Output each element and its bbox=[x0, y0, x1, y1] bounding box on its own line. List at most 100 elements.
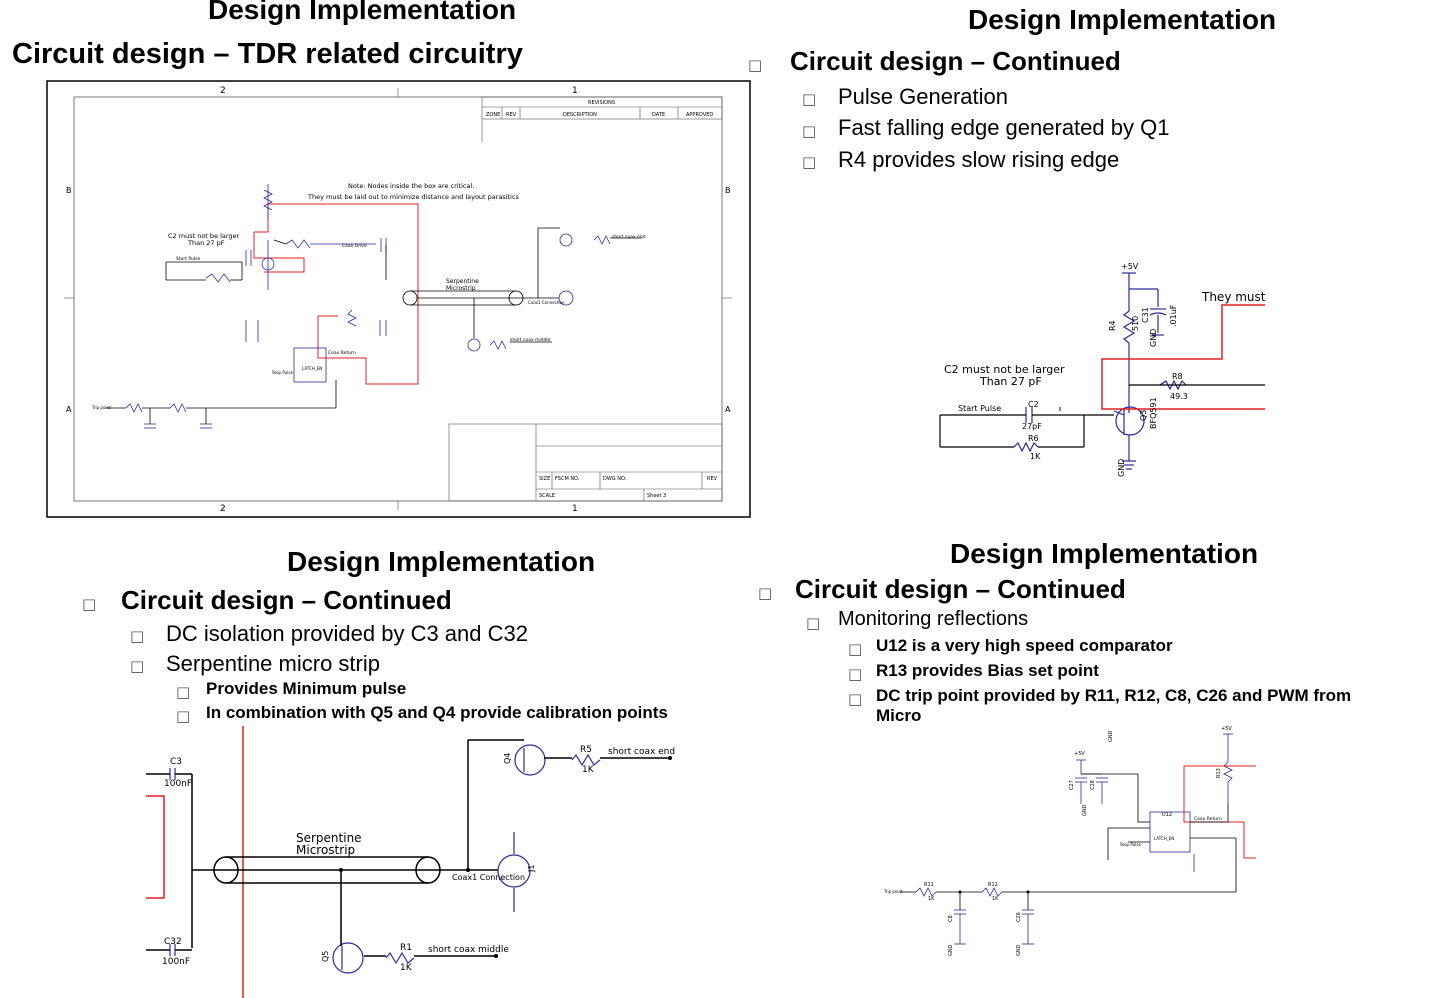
q4-gnd-3: GND bbox=[1082, 804, 1088, 816]
q4-coax-return: Coax Return bbox=[1194, 816, 1222, 822]
q1-rev: REV bbox=[506, 112, 517, 118]
q4-subitem-bullet-3: □ bbox=[848, 690, 863, 708]
q2-c31v: .01uF bbox=[1169, 304, 1178, 327]
q2-item-bullet-1: □ bbox=[802, 90, 817, 108]
q2-item-1: Pulse Generation bbox=[838, 84, 1008, 109]
q3-r1: R1 bbox=[400, 943, 412, 953]
q3-r5v: 1K bbox=[582, 765, 595, 775]
q3-item-bullet-1: □ bbox=[130, 627, 145, 645]
q1-row-b-left: B bbox=[66, 186, 72, 195]
q1-serp1: Serpentine bbox=[446, 278, 479, 285]
q1-short-end: short coax end bbox=[612, 234, 646, 240]
q3-subitem-bullet-2: □ bbox=[176, 707, 191, 725]
q3-short-middle: short coax middle bbox=[428, 945, 509, 955]
q3-q4: Q4 bbox=[503, 753, 512, 764]
q4-latch: LATCH_EN bbox=[1154, 836, 1174, 841]
q1-coax-drive: Coax Drive bbox=[342, 243, 367, 249]
q3-item-2: Serpentine micro strip bbox=[166, 651, 380, 676]
q3-j1: J1 bbox=[527, 865, 536, 873]
q2-q3v: BFQ591 bbox=[1149, 397, 1158, 429]
q1-latch: LATCH_EN bbox=[302, 366, 322, 371]
q4-r12: R12 bbox=[988, 882, 998, 888]
q2-c2note2: Than 27 pF bbox=[979, 375, 1042, 388]
q1-start-pulse: Start Pulse bbox=[176, 256, 201, 262]
q1-subtitle: Circuit design – TDR related circuitry bbox=[12, 38, 523, 70]
q1-row-a-left: A bbox=[66, 405, 72, 414]
q3-coax-conn: Coax1 Connection bbox=[452, 873, 525, 882]
q1-c2note2: Than 27 pF bbox=[187, 239, 225, 247]
q1-col-1-top: 1 bbox=[572, 86, 578, 96]
q2-they-must: They must bbox=[1201, 290, 1266, 304]
q4-schematic: +5V +5V U12 LATCH_EN Coax Return Stop Pu… bbox=[883, 726, 1256, 956]
q4-r11v: 1K bbox=[928, 896, 935, 902]
q3-serp2: Microstrip bbox=[296, 843, 355, 857]
q2-item-2: Fast falling edge generated by Q1 bbox=[838, 115, 1170, 140]
q1-date: DATE bbox=[652, 112, 665, 118]
q4-vcc-1: +5V bbox=[1074, 751, 1085, 757]
q2-r8v: 49.3 bbox=[1170, 392, 1188, 401]
q4-title: Design Implementation bbox=[950, 538, 1259, 569]
q4-gnd-2: GND bbox=[1016, 944, 1022, 956]
q3-subitem-bullet-1: □ bbox=[176, 683, 191, 701]
q2-item-bullet-3: □ bbox=[802, 153, 817, 171]
q1-col-2-top: 2 bbox=[220, 86, 226, 96]
q4-trip-point: Trip point bbox=[883, 889, 903, 894]
q2-c2: C2 bbox=[1028, 400, 1039, 409]
q1-dwg: DWG NO. bbox=[603, 476, 627, 482]
q3-q5: Q5 bbox=[321, 951, 330, 962]
q4-item: Monitoring reflections bbox=[838, 608, 1029, 630]
q1-note2: They must be laid out to minimize distan… bbox=[307, 193, 520, 201]
q2-heading-bullet: □ bbox=[748, 56, 763, 74]
q3-heading-bullet: □ bbox=[82, 595, 97, 613]
q4-stop-pulse: Stop Pulse bbox=[1120, 842, 1141, 847]
q1-description: DESCRIPTION bbox=[563, 112, 597, 118]
q4-vcc-2: +5V bbox=[1221, 726, 1232, 732]
q2-c31: C31 bbox=[1141, 307, 1150, 323]
q3-heading: Circuit design – Continued bbox=[121, 585, 452, 615]
q1-col-2-bottom: 2 bbox=[220, 504, 226, 514]
q1-serp2: Microstrip bbox=[446, 285, 476, 292]
q1-stop-pulse: Stop Pulse bbox=[272, 370, 293, 375]
q4-r11: R11 bbox=[924, 882, 934, 888]
q4-c28: C28 bbox=[1090, 780, 1096, 790]
q3-title: Design Implementation bbox=[287, 546, 596, 577]
q4-item-bullet: □ bbox=[806, 614, 821, 632]
q4-r12v: 1K bbox=[992, 896, 999, 902]
q1-c2note1: C2 must not be larger bbox=[168, 232, 240, 240]
q1-approved: APPROVED bbox=[686, 112, 713, 118]
q4-subitem-bullet-2: □ bbox=[848, 665, 863, 683]
q1-row-a-right: A bbox=[725, 405, 731, 414]
q4-subitem-1: U12 is a very high speed comparator bbox=[876, 636, 1173, 655]
q1-coax-return: Coax Return bbox=[328, 350, 356, 356]
q2-gnd-1: GND bbox=[1149, 329, 1158, 347]
q2-r6v: 1K bbox=[1030, 452, 1041, 461]
q2-r8: R8 bbox=[1172, 372, 1183, 381]
q4-subitem-3-cont: Micro bbox=[876, 706, 922, 725]
q1-revisions: REVISIONS bbox=[588, 100, 615, 106]
q2-schematic: +5V R4 510 C31 .01uF GND They must C2 mu… bbox=[939, 262, 1266, 477]
q4-u12: U12 bbox=[1162, 812, 1172, 818]
q1-zone: ZONE bbox=[486, 112, 500, 118]
q4-c8: C8 bbox=[948, 915, 954, 922]
q3-c3: C3 bbox=[170, 757, 182, 767]
q3-schematic: C3 100nF C32 100nF Serpentine Microstrip… bbox=[146, 726, 675, 998]
q2-c2v: 27pF bbox=[1022, 422, 1042, 431]
q1-fscm: FSCM NO. bbox=[555, 476, 580, 482]
q4-c26: C26 bbox=[1016, 912, 1022, 922]
q1-coax-conn: Coax1 Connection bbox=[528, 300, 565, 305]
q2-item-bullet-2: □ bbox=[802, 122, 817, 140]
q1-rev2: REV bbox=[707, 476, 718, 482]
q2-r4v: 510 bbox=[1131, 316, 1140, 331]
q3-item-1: DC isolation provided by C3 and C32 bbox=[166, 621, 528, 646]
q4-subitem-3: DC trip point provided by R11, R12, C8, … bbox=[876, 686, 1352, 705]
q4-c27: C27 bbox=[1069, 780, 1075, 790]
q1-title: Design Implementation bbox=[208, 0, 517, 25]
q1-scale: SCALE bbox=[539, 493, 555, 499]
q4-gnd-1: GND bbox=[948, 944, 954, 956]
q3-subitem-1: Provides Minimum pulse bbox=[206, 679, 407, 698]
q2-item-3: R4 provides slow rising edge bbox=[838, 147, 1120, 172]
q1-schematic: 2 1 2 1 B B A A REVISIONS ZONE REV DESCR… bbox=[46, 80, 751, 518]
q4-heading-bullet: □ bbox=[758, 584, 773, 602]
q2-q3: Q3 bbox=[1139, 410, 1148, 421]
q1-sheet: Sheet 3 bbox=[647, 493, 666, 499]
